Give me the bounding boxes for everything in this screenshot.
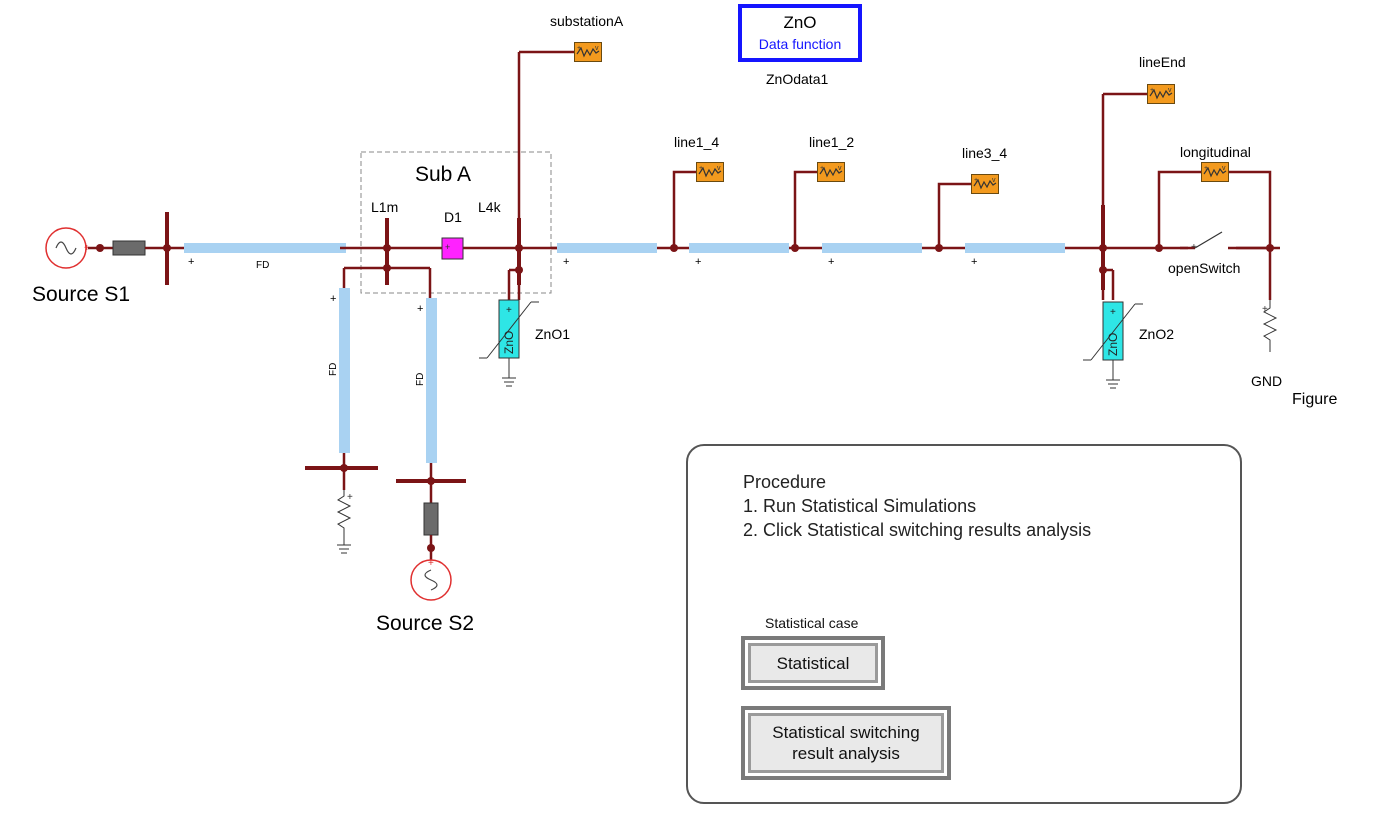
analysis-button-frame: Statistical switching result analysis: [741, 706, 951, 780]
zno-block-title: ZnO: [783, 13, 817, 32]
procedure-step-2: 2. Click Statistical switching results a…: [743, 520, 1092, 540]
svg-text:+: +: [1110, 307, 1116, 318]
source-s2-impedance[interactable]: [423, 502, 439, 536]
svg-text:+: +: [417, 303, 423, 315]
diode-d1[interactable]: [441, 237, 464, 260]
procedure-heading: Procedure: [743, 472, 827, 492]
statistical-button[interactable]: Statistical: [748, 643, 878, 683]
meter-line1_4-label: line1_4: [674, 134, 719, 150]
statistical-button-frame: Statistical: [741, 636, 885, 690]
meter-lineEnd-icon[interactable]: [1147, 84, 1175, 104]
diode-d1-label: D1: [444, 209, 462, 225]
svg-text:+: +: [1262, 304, 1268, 315]
procedure-panel: Procedure 1. Run Statistical Simulations…: [686, 444, 1242, 804]
line-fd-1[interactable]: [184, 243, 346, 253]
statistical-switching-analysis-button[interactable]: Statistical switching result analysis: [748, 713, 944, 773]
procedure-step-1: 1. Run Statistical Simulations: [743, 496, 977, 516]
analysis-button-label-line1: Statistical switching: [772, 723, 920, 742]
meter-substationA-label: substationA: [550, 13, 624, 29]
line-segment-1[interactable]: [557, 243, 657, 253]
line-segment-3[interactable]: [822, 243, 922, 253]
bus-l4k-label: L4k: [478, 199, 502, 215]
source-s1[interactable]: +: [45, 227, 90, 269]
statistical-button-label: Statistical: [776, 653, 850, 673]
svg-text:+: +: [971, 256, 977, 268]
source-s2-label: Source S2: [376, 612, 474, 635]
analysis-button-label-line2: result analysis: [792, 744, 900, 763]
arrester-zno2-label: ZnO2: [1139, 326, 1174, 342]
meter-longitudinal-label: longitudinal: [1180, 144, 1251, 160]
source-s2[interactable]: +: [410, 558, 452, 601]
open-switch[interactable]: +: [1180, 231, 1270, 253]
bus-l1m-label: L1m: [371, 199, 398, 215]
svg-text:+: +: [330, 293, 336, 305]
svg-text:+: +: [506, 305, 512, 316]
line-fd-2[interactable]: [339, 288, 350, 453]
meter-longitudinal-icon[interactable]: [1201, 162, 1229, 182]
source-s1-label: Source S1: [32, 283, 130, 306]
zno-block-subtitle: Data function: [758, 36, 842, 52]
line-fd-2-label: FD: [328, 363, 339, 376]
line-fd-3[interactable]: [426, 298, 437, 463]
svg-text:+: +: [347, 492, 353, 503]
meter-line1_2-icon[interactable]: [817, 162, 845, 182]
statistical-case-caption: Statistical case: [765, 615, 859, 631]
meter-line3_4-icon[interactable]: [971, 174, 999, 194]
line-fd-1-label: FD: [256, 260, 269, 271]
meter-lineEnd-label: lineEnd: [1139, 54, 1186, 70]
svg-text:+: +: [445, 242, 450, 252]
meter-line3_4-label: line3_4: [962, 145, 1007, 161]
arrester-zno1[interactable]: ZnO +: [479, 299, 539, 359]
line-segment-4[interactable]: [965, 243, 1065, 253]
arrester-zno2-tag: ZnO: [1106, 333, 1120, 356]
open-switch-label: openSwitch: [1168, 260, 1240, 276]
gnd-label: GND: [1251, 373, 1282, 389]
resistor-gnd[interactable]: +: [1262, 300, 1278, 352]
svg-text:+: +: [828, 256, 834, 268]
source-s1-impedance[interactable]: [112, 240, 146, 256]
svg-text:+: +: [695, 256, 701, 268]
meter-line1_4-icon[interactable]: [696, 162, 724, 182]
meter-substationA-icon[interactable]: [574, 42, 602, 62]
svg-text:+: +: [188, 256, 194, 268]
line-segment-2[interactable]: [689, 243, 789, 253]
resistor-left-load[interactable]: +: [336, 490, 353, 545]
svg-text:+: +: [563, 256, 569, 268]
figure-label: Figure: [1292, 391, 1337, 408]
znodata1-label: ZnOdata1: [766, 71, 828, 87]
line-fd-3-label: FD: [415, 373, 426, 386]
arrester-zno1-tag: ZnO: [502, 331, 516, 354]
sub-a-label: Sub A: [415, 163, 471, 186]
svg-text:+: +: [1191, 242, 1197, 253]
svg-text:+: +: [428, 558, 434, 569]
svg-text:+: +: [84, 243, 90, 254]
zno-data-function-block[interactable]: ZnO Data function: [738, 4, 862, 62]
sub-a-box: [360, 151, 552, 294]
arrester-zno2[interactable]: ZnO +: [1083, 301, 1143, 361]
arrester-zno1-label: ZnO1: [535, 326, 570, 342]
meter-line1_2-label: line1_2: [809, 134, 854, 150]
